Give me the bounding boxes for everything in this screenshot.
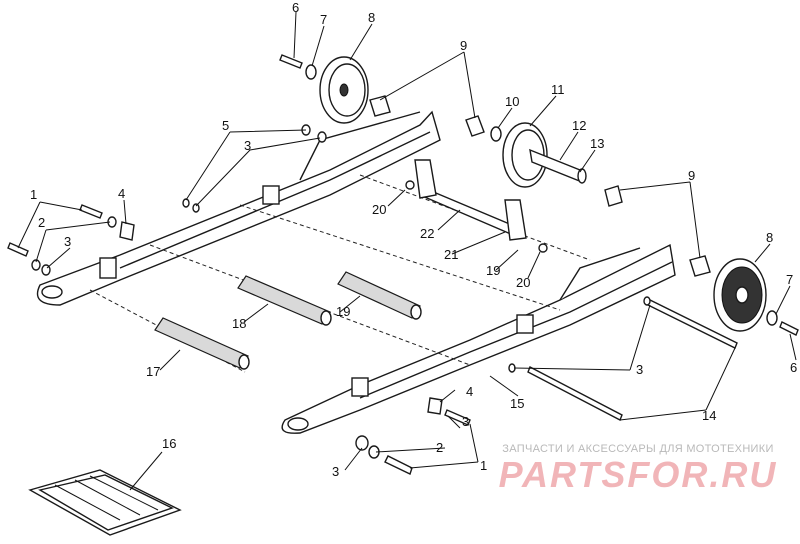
callout-20-upper: 20 bbox=[372, 202, 386, 217]
callout-labels: 1 2 3 4 5 3 6 7 8 9 10 11 12 13 9 8 7 6 … bbox=[30, 0, 797, 479]
callout-11: 11 bbox=[551, 82, 565, 97]
callout-9-right: 9 bbox=[688, 168, 695, 183]
callout-15: 15 bbox=[510, 396, 524, 411]
callout-3-left: 3 bbox=[64, 234, 71, 249]
callout-6-right: 6 bbox=[790, 360, 797, 375]
callout-21: 21 bbox=[444, 247, 458, 262]
fasteners-left bbox=[7, 124, 327, 276]
callout-18: 18 bbox=[232, 316, 246, 331]
cross-shaft-19 bbox=[239, 204, 561, 320]
callout-8-right: 8 bbox=[766, 230, 773, 245]
callout-2-front: 2 bbox=[436, 440, 443, 455]
watermark-logo: PARTSFOR.RU bbox=[498, 454, 778, 495]
leader-lines bbox=[17, 11, 797, 491]
idler-wheel-upper bbox=[279, 54, 391, 124]
callout-9-top: 9 bbox=[460, 38, 467, 53]
callout-6-top: 6 bbox=[292, 0, 299, 15]
callout-22: 22 bbox=[420, 226, 434, 241]
wear-strip-16 bbox=[28, 469, 182, 536]
callout-4-front: 4 bbox=[466, 384, 473, 399]
callout-13: 13 bbox=[590, 136, 604, 151]
fasteners-front bbox=[355, 296, 651, 475]
callout-4-left: 4 bbox=[118, 186, 125, 201]
watermark-tagline: ЗАПЧАСТИ И АКСЕССУАРЫ ДЛЯ МОТОТЕХНИКИ bbox=[502, 443, 774, 455]
front-slide-rail bbox=[281, 243, 676, 434]
callout-7-top: 7 bbox=[320, 12, 327, 27]
callout-3-front: 3 bbox=[462, 414, 469, 429]
callout-3-bottom: 3 bbox=[332, 464, 339, 479]
callout-1-front: 1 bbox=[480, 458, 487, 473]
callout-19-right: 19 bbox=[486, 263, 500, 278]
callout-3-upper: 3 bbox=[244, 138, 251, 153]
callout-5: 5 bbox=[222, 118, 229, 133]
callout-3-right: 3 bbox=[636, 362, 643, 377]
cross-shaft-17 bbox=[89, 289, 250, 373]
callout-1-left: 1 bbox=[30, 187, 37, 202]
callout-8-top: 8 bbox=[368, 10, 375, 25]
cross-shaft-18 bbox=[149, 244, 471, 366]
callout-2-left: 2 bbox=[38, 215, 45, 230]
rear-axle-22 bbox=[359, 159, 591, 261]
callout-10: 10 bbox=[505, 94, 519, 109]
idler-wheel-lower bbox=[604, 185, 799, 336]
callout-20-lower: 20 bbox=[516, 275, 530, 290]
callout-16: 16 bbox=[162, 436, 176, 451]
callout-17: 17 bbox=[146, 364, 160, 379]
callout-14: 14 bbox=[702, 408, 716, 423]
callout-19-middle: 19 bbox=[336, 304, 350, 319]
idler-wheel-11 bbox=[465, 115, 587, 188]
callout-7-right: 7 bbox=[786, 272, 793, 287]
callout-12: 12 bbox=[572, 118, 586, 133]
